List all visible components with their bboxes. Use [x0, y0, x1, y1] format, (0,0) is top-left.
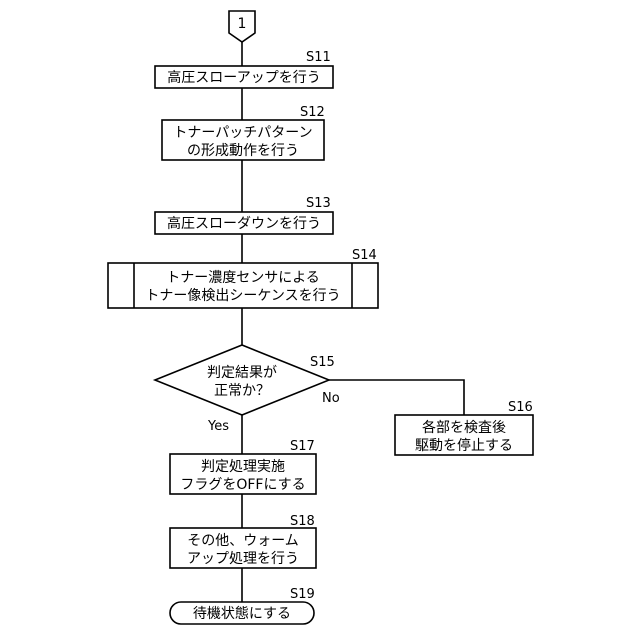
s19-label: S19 — [290, 587, 315, 602]
s16-line2: 駆動を停止する — [415, 437, 513, 454]
step-s14: トナー濃度センサによる トナー像検出シーケンスを行う S14 — [108, 248, 378, 308]
s17-line2: フラグをOFFにする — [180, 477, 305, 493]
s12-line1: トナーパッチパターン — [173, 125, 312, 141]
start-connector: 1 — [229, 11, 255, 42]
s18-label: S18 — [290, 514, 315, 529]
step-s17: 判定処理実施 フラグをOFFにする S17 — [170, 439, 316, 494]
s19-text: 待機状態にする — [193, 606, 291, 622]
s18-line2: アップ処理を行う — [187, 551, 299, 567]
connector-label: 1 — [238, 16, 247, 32]
s14-label: S14 — [352, 248, 377, 263]
s14-line2: トナー像検出シーケンスを行う — [145, 288, 340, 304]
s11-text: 高圧スローアップを行う — [167, 69, 320, 86]
s17-label: S17 — [290, 439, 315, 454]
s15-line1: 判定結果が — [207, 365, 277, 381]
decision-s15: 判定結果が 正常か？ S15 Yes No — [155, 345, 340, 434]
s15-line2: 正常か？ — [214, 383, 270, 399]
s15-label: S15 — [310, 355, 335, 370]
step-s12: トナーパッチパターン の形成動作を行う S12 — [162, 105, 325, 160]
s15-yes-label: Yes — [207, 419, 229, 434]
step-s11: 高圧スローアップを行う S11 — [155, 50, 333, 88]
step-s13: 高圧スローダウンを行う S13 — [155, 196, 333, 234]
s14-line1: トナー濃度センサによる — [166, 270, 320, 286]
s16-label: S16 — [508, 400, 533, 415]
s15-no-label: No — [322, 391, 340, 406]
s16-line1: 各部を検査後 — [422, 420, 506, 436]
s17-line1: 判定処理実施 — [201, 459, 285, 475]
s12-label: S12 — [300, 105, 325, 120]
s18-line1: その他、ウォーム — [187, 533, 299, 549]
s13-label: S13 — [306, 196, 331, 211]
s12-line2: の形成動作を行う — [187, 143, 299, 159]
s13-text: 高圧スローダウンを行う — [167, 215, 321, 232]
step-s18: その他、ウォーム アップ処理を行う S18 — [170, 514, 316, 568]
s11-label: S11 — [306, 50, 331, 65]
